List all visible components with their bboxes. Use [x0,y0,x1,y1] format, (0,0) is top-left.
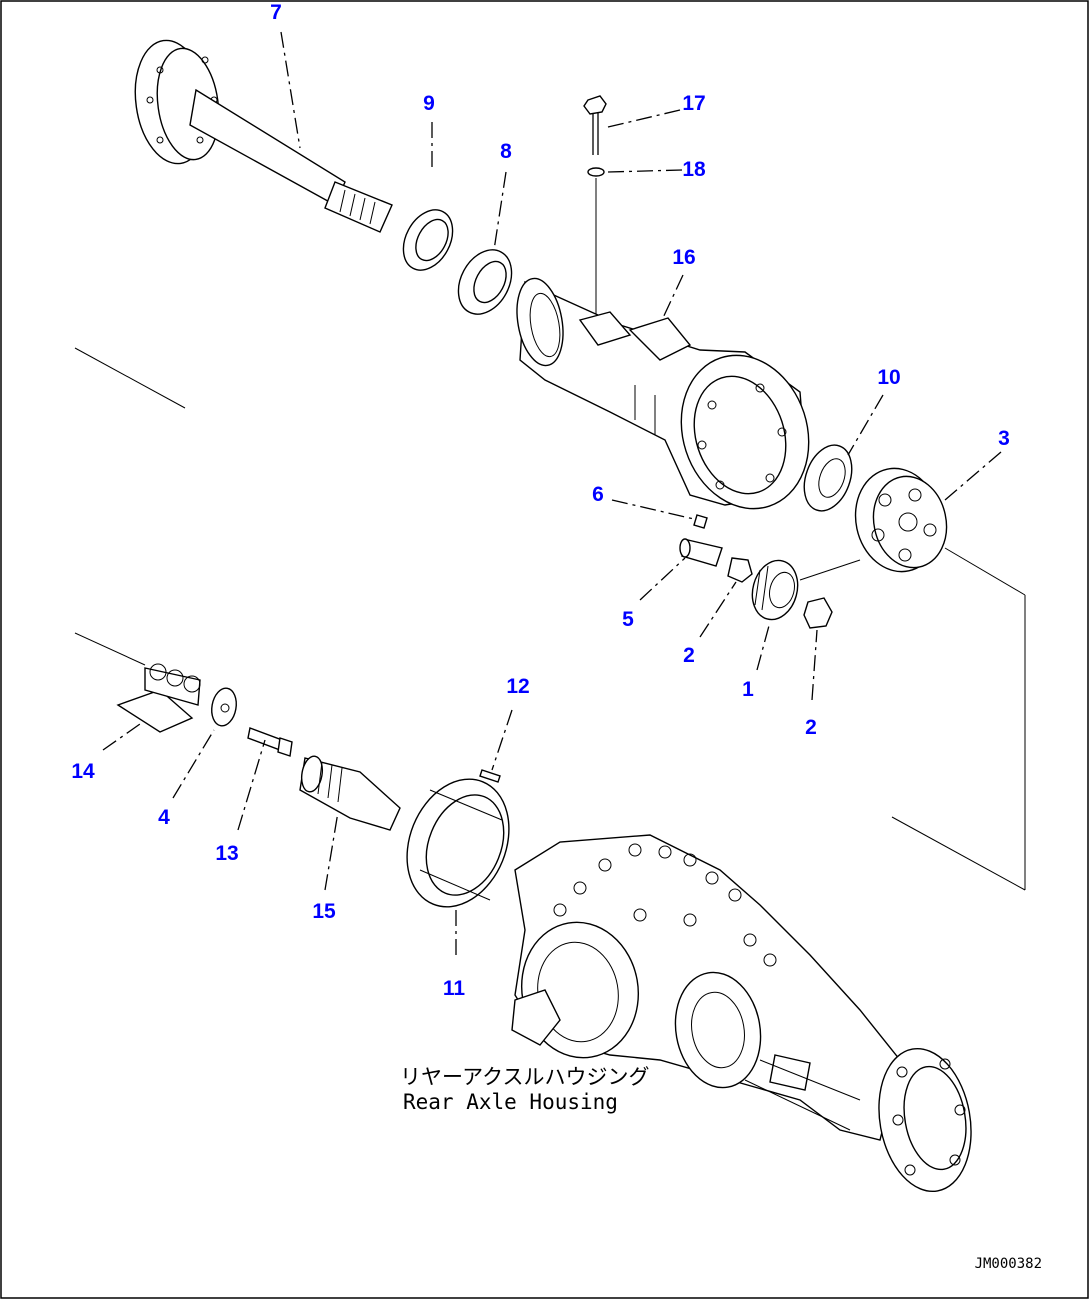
callout-labels: 7 9 8 17 18 16 10 3 6 5 2 1 2 14 4 13 15… [71,1,1010,1000]
assembly-lines [74,347,1026,891]
bolt-part-17 [583,95,607,155]
callout-13: 13 [215,842,238,865]
carrier-housing-part-16 [516,277,810,510]
washer-part-4 [211,687,237,727]
differential-case-part-3 [854,467,948,573]
bearing-part-10 [803,444,853,512]
callout-1: 1 [742,678,754,701]
callout-8: 8 [500,140,512,163]
caption-english: Rear Axle Housing [403,1090,618,1114]
callout-14: 14 [71,760,95,783]
axle-shaft-part-7 [134,39,393,233]
bearing-part-8 [457,249,513,315]
seal-part-9 [402,209,454,271]
rear-axle-housing [511,834,972,1193]
callout-15: 15 [312,900,336,923]
callout-5: 5 [622,608,634,631]
callout-6: 6 [592,483,604,506]
callout-9: 9 [423,92,435,115]
callout-4: 4 [158,806,170,829]
thrust-washer-part-2 [727,557,753,583]
ring-gear-part-11 [406,778,510,908]
thrust-washer-part-2b [803,597,833,629]
sensor-part-14 [116,663,201,733]
washer-part-18 [587,167,605,177]
callout-18: 18 [682,158,706,181]
callout-3: 3 [998,427,1010,450]
callout-7: 7 [270,1,282,24]
key-part-12 [479,769,501,783]
callout-10: 10 [877,366,900,389]
reference-code: JM000382 [975,1256,1042,1272]
leader-lines [102,31,1002,955]
callout-17: 17 [682,92,705,115]
callout-2: 2 [683,644,695,667]
side-gear-part-1 [751,559,799,621]
pin-part-6 [693,514,708,529]
callout-2b: 2 [805,716,817,739]
caption-japanese: リヤーアクスルハウジング [400,1065,649,1089]
drive-shaft-part-15 [299,755,401,831]
callout-11: 11 [443,977,466,1000]
bolt-part-13 [247,727,293,757]
callout-12: 12 [506,675,529,698]
callout-16: 16 [672,246,695,269]
pinion-shaft-part-5 [679,538,723,567]
